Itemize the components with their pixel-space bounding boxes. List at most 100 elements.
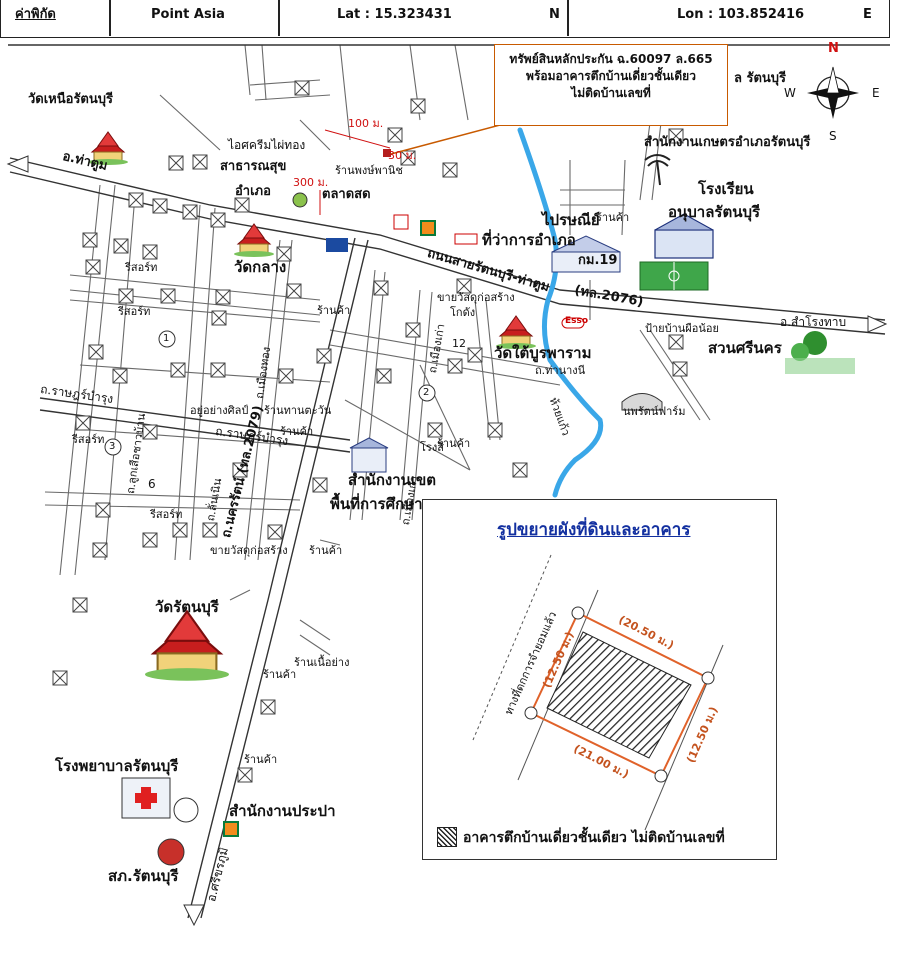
label-wat-nuea: วัดเหนือรัตนบุรี: [28, 92, 113, 107]
honda-icon: [454, 233, 478, 245]
label-waterworks: สำนักงานประปา: [229, 802, 336, 820]
label-shop-6: ร้านค้า: [244, 753, 278, 766]
seven-eleven-icon-2: [223, 821, 239, 837]
tesco-icon: [326, 238, 348, 252]
edu-office-icon: [349, 437, 389, 473]
marker-1: 1: [163, 333, 170, 344]
label-shop-2: ร้านค้า: [280, 425, 314, 438]
label-shop-4: ร้านค้า: [309, 544, 343, 557]
coordinate-header: ค่าพิกัด Point Asia Lat : 15.323431 N Lo…: [0, 0, 890, 38]
huai-kaeo-creek: [517, 127, 604, 498]
road-arrow-south: [183, 904, 205, 927]
label-grill: ร้านเนื้อย่าง: [294, 656, 350, 669]
label-wat-rattanaburi: วัดรัตนบุรี: [155, 598, 219, 616]
road-arrow-east: [867, 315, 888, 333]
label-koktung: โกดัง: [450, 306, 476, 319]
numbered-markers: [104, 330, 436, 456]
district-office-icon: [551, 235, 621, 273]
label-resort-3: รีสอร์ท: [72, 433, 105, 446]
label-top-right: ล รัตนบุรี: [734, 71, 787, 86]
minor-roads: [44, 44, 711, 656]
palm-icon: [644, 154, 671, 186]
marker-3: 3: [109, 441, 116, 452]
label-resort-2: รีสอร์ท: [118, 305, 151, 318]
longitude-dir: E: [863, 7, 872, 22]
label-hardware: ขายวัสดุก่อสร้าง: [437, 291, 515, 304]
compass-e: E: [872, 86, 880, 100]
label-edu-office-1: สำนักงานเขต: [348, 471, 437, 489]
hatch-legend-icon: [437, 827, 457, 847]
coord-label: ค่าพิกัด: [15, 7, 56, 22]
label-school-2: อนุบาลรัตนบุรี: [668, 203, 761, 221]
wat-rattanaburi-icon: [143, 610, 231, 682]
label-wat-tai: วัดใต้บูรพาราม: [494, 344, 592, 362]
suzuki-icon: [393, 214, 409, 230]
label-edu-office-2: พื้นที่การศึกษา: [330, 495, 423, 513]
label-district-office: ที่ว่าการอำเภอ: [482, 231, 576, 249]
compass-w: W: [784, 86, 796, 100]
point-label: Point Asia: [151, 7, 225, 22]
esso-icon: [561, 317, 585, 329]
label-hardware-2: ขายวัสดุก่อสร้าง: [210, 544, 288, 557]
school-icon: [639, 213, 714, 291]
subject-property-marker: [383, 149, 391, 157]
label-shop-1: ร้านค้า: [317, 304, 351, 317]
label-health: สาธารณสุข: [220, 159, 287, 174]
label-restaurant: ร้านทานตะวัน: [264, 404, 332, 417]
land-plan-inset: รูปขยายผังที่ดินและอาคาร (20.50 ม.) (12.…: [422, 499, 777, 860]
label-wat-klang: วัดกลาง: [234, 258, 287, 276]
farm-icon: [621, 393, 663, 411]
label-hospital: โรงพยาบาลรัตนบุรี: [55, 757, 179, 775]
longitude-value: Lon : 103.852416: [677, 7, 805, 22]
label-tailor: อยู่อย่างศิลป์: [190, 404, 249, 417]
plot-diagram: [472, 554, 724, 831]
distance-arrows: [319, 129, 391, 215]
label-ice-cream: ไอศครีมไผ่ทอง: [228, 138, 306, 152]
health-icon: [292, 192, 308, 208]
inset-title: รูปขยายผังที่ดินและอาคาร: [497, 520, 691, 540]
label-esso: Esso: [565, 316, 589, 326]
label-police: สภ.รัตนบุรี: [108, 867, 179, 885]
callout-line-2: พร้อมอาคารตึกบ้านเดี่ยวชั้นเดียว: [526, 69, 696, 83]
label-park: สวนศรีนคร: [708, 339, 782, 357]
label-km19: กม.19: [578, 253, 618, 268]
seven-eleven-icon: [420, 220, 436, 236]
marker-12: 12: [452, 337, 466, 350]
park-icon: [785, 331, 855, 374]
compass-rose-icon: [807, 66, 859, 119]
label-shop-7: ร้านค้า: [596, 211, 630, 224]
distance-100: 100 ม.: [348, 117, 384, 130]
label-farm: นพรัตน์ฟาร์ม: [623, 405, 686, 418]
police-icon: [157, 838, 185, 866]
label-agri: สำนักงานเกษตรอำเภอรัตนบุรี: [644, 135, 811, 150]
callout-line-3: ไม่ติดบ้านเลขที่: [571, 86, 651, 100]
label-market: ตลาดสด: [322, 187, 371, 202]
marker-2: 2: [423, 387, 430, 398]
hospital-icon: [121, 777, 199, 823]
legend-label: อาคารตึกบ้านเดี่ยวชั้นเดียว ไม่ติดบ้านเล…: [463, 830, 725, 846]
label-ranpongpanit: ร้านพงษ์พานิช: [335, 164, 403, 177]
latitude-value: Lat : 15.323431: [337, 7, 452, 22]
label-resort-1: รีสอร์ท: [125, 261, 158, 274]
distance-300: 300 ม.: [293, 176, 329, 189]
road-arrow-west: [6, 155, 29, 173]
label-resort-4: รีสอร์ท: [150, 508, 183, 521]
label-shop-3: ร้านค้า: [437, 437, 471, 450]
callout-pointer: [390, 124, 501, 155]
latitude-dir: N: [549, 7, 560, 22]
label-school-1: โรงเรียน: [698, 180, 754, 198]
label-bus-stop: ป้ายบ้านผือน้อย: [645, 322, 719, 335]
label-mill: โรงสี: [420, 441, 444, 454]
distance-30: 30 ม.: [388, 149, 417, 162]
label-shop-5: ร้านค้า: [263, 668, 297, 681]
marker-6: 6: [148, 477, 156, 491]
road-tha-nang-nee: ถ.ท่านางนี: [535, 364, 586, 377]
label-health-2: อำเภอ: [235, 184, 271, 199]
compass-n: N: [828, 41, 839, 56]
label-post: ไปรษณีย์: [542, 211, 600, 229]
callout-line-1: ทรัพย์สินหลักประกัน ฉ.60097 ล.665: [509, 52, 713, 66]
compass-s: S: [829, 129, 837, 143]
road-samrong-thap: อ.สำโรงทาบ: [780, 315, 847, 329]
property-callout: ทรัพย์สินหลักประกัน ฉ.60097 ล.665 พร้อมอ…: [494, 44, 728, 126]
